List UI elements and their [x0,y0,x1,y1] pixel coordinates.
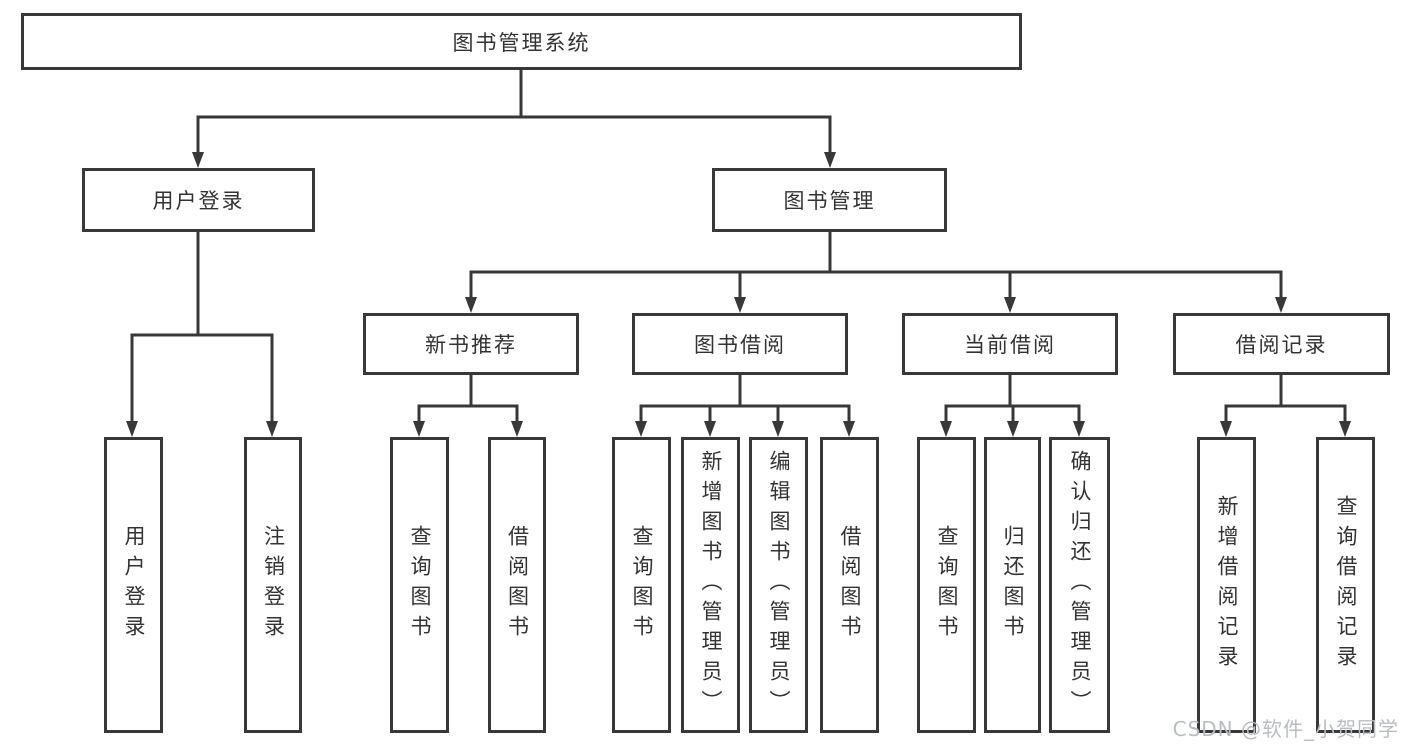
leaf-query-borrow-record-label: 查询借阅记录 [1334,495,1358,675]
leaf-add-borrow-record-label: 新增借阅记录 [1215,495,1239,675]
leaf-logout-label: 注销登录 [261,525,286,645]
leaf-add-books-admin: 新增图书（管理员） [681,437,740,733]
leaf-return-books: 归还图书 [984,437,1041,733]
leaf-query-books-1: 查询图书 [390,437,449,733]
node-book-borrow-label: 图书借阅 [694,333,786,357]
leaf-query-books-3: 查询图书 [917,437,976,733]
leaf-borrow-books-2-label: 借阅图书 [838,525,862,645]
leaf-return-books-label: 归还图书 [1001,525,1025,645]
node-user-login: 用户登录 [82,168,315,232]
node-new-book-recommend: 新书推荐 [363,313,579,375]
leaf-edit-books-admin-label: 编辑图书（管理员） [767,450,791,720]
node-borrow-records: 借阅记录 [1173,313,1390,375]
leaf-confirm-return-admin: 确认归还（管理员） [1049,437,1110,733]
node-current-borrow: 当前借阅 [902,313,1118,375]
leaf-user-login: 用户登录 [104,437,163,733]
leaf-logout: 注销登录 [244,437,302,733]
leaf-query-books-3-label: 查询图书 [935,525,959,645]
node-user-login-label: 用户登录 [152,189,245,213]
leaf-borrow-books-1-label: 借阅图书 [505,525,530,645]
leaf-confirm-return-admin-label: 确认归还（管理员） [1068,450,1092,720]
node-root-label: 图书管理系统 [452,30,591,55]
leaf-query-books-2-label: 查询图书 [630,525,654,645]
watermark: CSDN @软件_小贺同学 [1172,717,1399,741]
leaf-user-login-label: 用户登录 [122,525,146,645]
node-book-management-label: 图书管理 [783,189,876,213]
leaf-query-books-1-label: 查询图书 [408,525,432,645]
leaf-borrow-books-1: 借阅图书 [488,437,546,733]
leaf-add-borrow-record: 新增借阅记录 [1197,437,1256,733]
node-current-borrow-label: 当前借阅 [964,333,1056,357]
leaf-query-books-2: 查询图书 [612,437,671,733]
leaf-query-borrow-record: 查询借阅记录 [1316,437,1375,733]
leaf-add-books-admin-label: 新增图书（管理员） [699,450,723,720]
node-new-book-recommend-label: 新书推荐 [425,333,517,357]
node-root: 图书管理系统 [21,13,1022,70]
node-book-borrow: 图书借阅 [632,313,848,375]
node-borrow-records-label: 借阅记录 [1235,333,1328,357]
leaf-borrow-books-2: 借阅图书 [820,437,879,733]
node-book-management: 图书管理 [712,168,947,232]
leaf-edit-books-admin: 编辑图书（管理员） [749,437,808,733]
